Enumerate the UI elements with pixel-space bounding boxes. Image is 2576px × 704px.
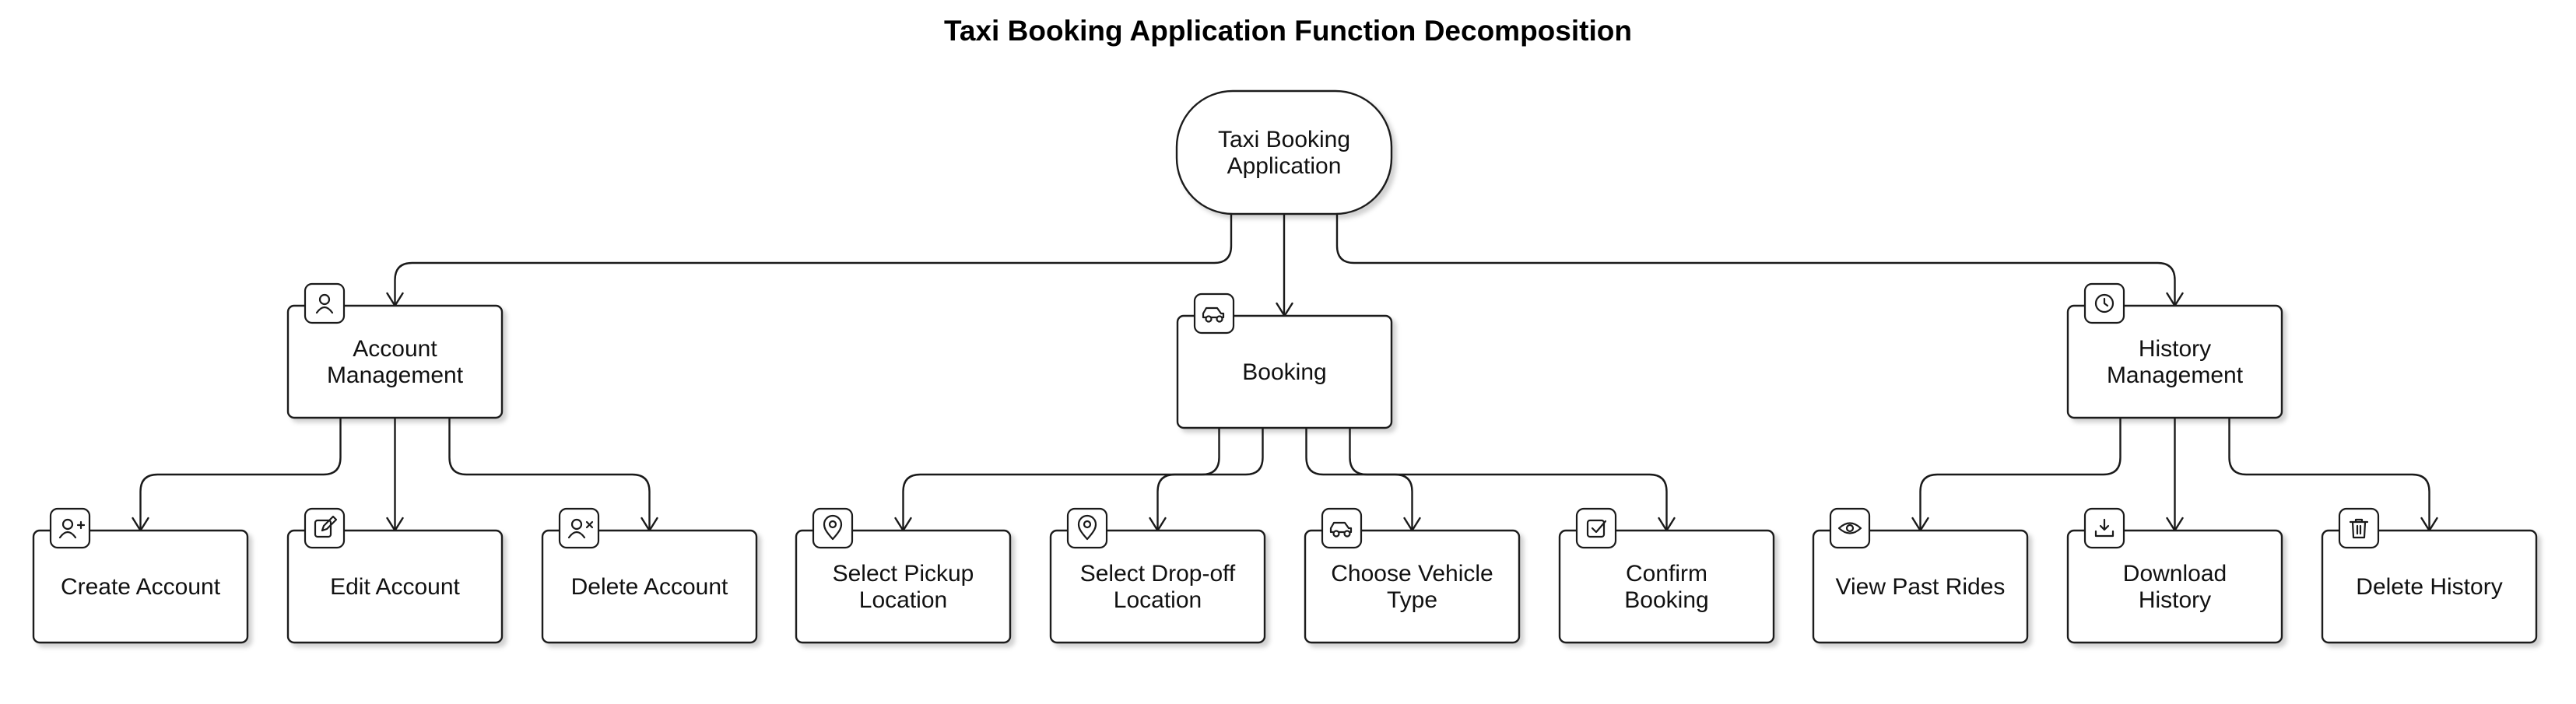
node-leaf-1-3-label: Booking — [1624, 587, 1708, 613]
trash-icon — [2349, 518, 2369, 539]
node-group-1-label: Booking — [1242, 359, 1326, 385]
node-group-2-box — [2066, 304, 2283, 419]
node-group-0-label: Management — [327, 363, 464, 388]
node-leaf-1-2-icon-badge — [1321, 507, 1363, 549]
clock-icon — [2094, 293, 2114, 313]
node-leaf-1-1-label: Location — [1114, 587, 1202, 613]
download-icon — [2094, 518, 2114, 538]
connector — [139, 418, 342, 531]
node-leaf-1-0-label: Select Pickup — [833, 561, 974, 587]
connector-lines — [132, 214, 2438, 532]
node-leaf-2-1-box — [2066, 529, 2283, 644]
node-leaf-0-1-icon-badge — [304, 507, 346, 549]
edit-icon — [314, 515, 338, 538]
node-leaf-1-1-label: Select Drop-off — [1080, 561, 1236, 587]
connector — [1919, 418, 2122, 531]
node-leaf-0-1-box — [286, 529, 504, 644]
node-leaf-1-2-box — [1304, 529, 1521, 644]
node-leaf-1-0-box — [795, 529, 1012, 644]
node-group-1: Booking — [1176, 292, 1393, 429]
node-group-2-label: Management — [2107, 363, 2244, 388]
connector — [1156, 428, 1264, 531]
node-leaf-2-2-icon-badge — [2338, 507, 2380, 549]
user-icon — [315, 293, 334, 314]
node-group-1-icon-badge — [1193, 292, 1235, 334]
node-leaf-2-2: Delete History — [2321, 507, 2538, 644]
node-group-0-label: Account — [353, 336, 437, 362]
node-leaf-2-0: View Past Rides — [1812, 507, 2029, 644]
car-icon — [1202, 306, 1225, 323]
node-leaf-1-3-icon-badge — [1575, 507, 1617, 549]
node-leaf-0-0: Create Account — [32, 507, 249, 644]
node-leaf-2-0-label: View Past Rides — [1836, 574, 2006, 600]
car-icon — [1329, 521, 1353, 538]
node-root-label: Application — [1227, 153, 1342, 179]
connector — [448, 418, 651, 531]
node-leaf-1-3-box — [1558, 529, 1775, 644]
node-leaf-0-0-box — [32, 529, 249, 644]
node-leaf-1-3-label: Confirm — [1626, 561, 1707, 587]
connector — [1305, 428, 1413, 531]
diagram-nodes: Taxi BookingApplicationAccountManagement… — [32, 89, 2538, 644]
node-leaf-2-2-label: Delete History — [2356, 574, 2502, 600]
node-group-0-box — [286, 304, 504, 419]
node-leaf-0-2-box — [541, 529, 758, 644]
connector — [902, 428, 1220, 531]
node-leaf-2-1-label: Download — [2123, 561, 2227, 587]
node-root-box — [1175, 89, 1393, 215]
node-leaf-0-2: Delete Account — [541, 507, 758, 644]
map-pin-icon — [823, 514, 843, 541]
connector — [1335, 214, 2176, 306]
node-leaf-0-0-label: Create Account — [61, 574, 221, 600]
node-leaf-1-1-box — [1049, 529, 1266, 644]
node-leaf-2-2-box — [2321, 529, 2538, 644]
node-leaf-0-1: Edit Account — [286, 507, 504, 644]
connector — [394, 214, 1233, 306]
node-root-label: Taxi Booking — [1218, 127, 1350, 152]
node-leaf-2-1-label: History — [2139, 587, 2211, 613]
diagram-title: Taxi Booking Application Function Decomp… — [944, 15, 1632, 47]
connector — [2228, 418, 2430, 531]
map-pin-icon — [1077, 514, 1097, 541]
node-leaf-1-2-label: Type — [1387, 587, 1437, 613]
node-leaf-0-2-label: Delete Account — [571, 574, 728, 600]
node-leaf-2-0-icon-badge — [1829, 507, 1871, 549]
check-square-icon — [1586, 519, 1607, 538]
node-group-1-box — [1176, 314, 1393, 429]
user-x-icon — [567, 518, 594, 539]
user-plus-icon — [58, 518, 86, 539]
eye-icon — [1837, 522, 1862, 534]
node-leaf-1-2-label: Choose Vehicle — [1331, 561, 1493, 587]
node-leaf-0-1-label: Edit Account — [330, 574, 460, 600]
connector — [1349, 428, 1668, 531]
node-leaf-1-0-label: Location — [859, 587, 947, 613]
node-group-2-label: History — [2139, 336, 2211, 362]
node-leaf-2-0-box — [1812, 529, 2029, 644]
